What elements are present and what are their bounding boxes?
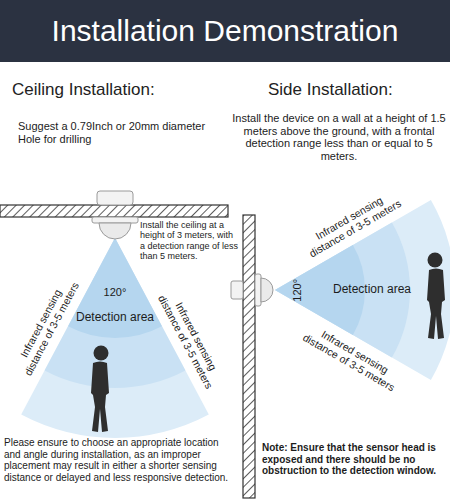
page-title: Installation Demonstration bbox=[52, 14, 399, 48]
side-install-note: Install the device on a wall at a height… bbox=[232, 112, 446, 163]
angle-label: 120° bbox=[90, 286, 140, 299]
exposure-note: Note: Ensure that the sensor head is exp… bbox=[262, 442, 446, 477]
person-silhouette bbox=[427, 253, 445, 340]
area-label: Detection area bbox=[65, 311, 165, 325]
wall-sensor bbox=[231, 274, 273, 306]
person-silhouette bbox=[91, 346, 109, 433]
ceiling-install-note: Install the ceiling at a height of 3 met… bbox=[140, 220, 240, 261]
range-label: Infrared sensing distance of 3-5 meters bbox=[298, 185, 405, 261]
section-heading: Ceiling Installation: bbox=[12, 80, 227, 100]
title-bar: Installation Demonstration bbox=[0, 0, 450, 62]
drilling-note: Suggest a 0.79Inch or 20mm diameter Hole… bbox=[18, 120, 218, 145]
range-label: Infrared sensing distance of 3-5 meters bbox=[298, 319, 405, 395]
area-label: Detection area bbox=[322, 283, 422, 297]
range-label: Infrared sensing distance of 3-5 meters bbox=[155, 285, 228, 393]
section-heading: Side Installation: bbox=[268, 80, 443, 100]
ceiling-sensor bbox=[92, 191, 138, 239]
placement-warning: Please ensure to choose an appropriate l… bbox=[4, 437, 236, 483]
ceiling-board bbox=[0, 205, 228, 217]
angle-label: 120° bbox=[291, 270, 304, 310]
range-label: Infrared sensing distance of 3-5 meters bbox=[9, 272, 82, 380]
wall bbox=[243, 215, 255, 498]
